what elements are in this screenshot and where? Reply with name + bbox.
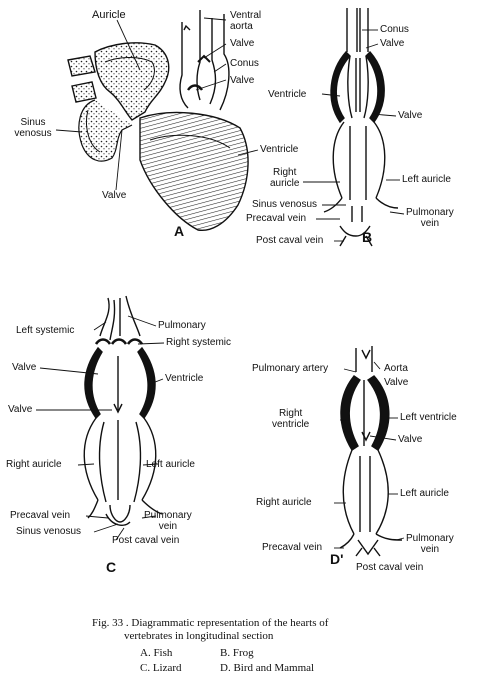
mammal-ventricle-wall-left <box>340 375 361 451</box>
lizard-ventricle-wall-right <box>137 346 156 420</box>
fish-valve-top-label: Valve <box>230 38 255 49</box>
frog-left-auricle-label: Left auricle <box>402 174 451 185</box>
fish-conus-label: Conus <box>230 58 259 69</box>
mammal-valve-top-label: Valve <box>384 377 409 388</box>
lizard-ventricle-label: Ventricle <box>165 373 204 384</box>
lizard-left-systemic-label: Left systemic <box>16 325 75 336</box>
fish-ventral-aorta-label: Ventral aorta <box>230 10 262 32</box>
fish-ventricle-shape <box>139 111 249 232</box>
mammal-valve-mid-label: Valve <box>398 434 423 445</box>
frog-sinus-venosus-label: Sinus venosus <box>252 199 318 210</box>
leader-lines <box>36 17 405 549</box>
mammal-left-ventricle-label: Left ventricle <box>400 412 457 423</box>
fish-ventricle-label: Ventricle <box>260 144 299 155</box>
mammal-precaval-vein-label: Precaval vein <box>262 542 323 553</box>
frog-pulmonary-vein-label: Pulmonary vein <box>406 207 454 229</box>
fish-valve-bottom-label: Valve <box>102 190 127 201</box>
caption-line-2: vertebrates in longitudinal section <box>124 630 274 642</box>
frog-post-caval-vein-label: Post caval vein <box>256 235 324 246</box>
lizard-sinus-venosus-label: Sinus venosus <box>16 526 82 537</box>
caption-legend-frog: B. Frog <box>220 647 254 659</box>
fish-valve-mid-label: Valve <box>230 75 255 86</box>
caption-line-1: Fig. 33 . Diagrammatic representation of… <box>92 617 329 629</box>
mammal-ventricle-wall-right <box>366 375 390 451</box>
fish-figure-letter: A <box>174 223 185 239</box>
caption-legend-lizard: C. Lizard <box>140 662 182 674</box>
mammal-post-caval-vein-label: Post caval vein <box>356 562 424 573</box>
lizard-precaval-vein-label: Precaval vein <box>10 510 71 521</box>
lizard-post-caval-vein-label: Post caval vein <box>112 535 180 546</box>
fish-heart-drawing <box>67 10 249 232</box>
frog-valve-top-label: Valve <box>380 38 405 49</box>
frog-heart-drawing <box>323 8 399 247</box>
frog-conus-label: Conus <box>380 24 409 35</box>
frog-figure-letter: B <box>362 229 373 245</box>
fish-sinus-venosus-label: Sinus venosus <box>14 117 52 139</box>
lizard-heart-drawing <box>83 295 163 526</box>
mammal-left-auricle-label: Left auricle <box>400 488 449 499</box>
caption-legend-fish: A. Fish <box>140 647 173 659</box>
lizard-valve-top-label: Valve <box>12 362 37 373</box>
lizard-ventricle-wall-left <box>84 346 103 420</box>
fish-auricle-label: Auricle <box>92 9 126 21</box>
mammal-heart-drawing <box>339 346 403 557</box>
lizard-left-auricle-label: Left auricle <box>146 459 195 470</box>
lizard-right-auricle-label: Right auricle <box>6 459 62 470</box>
frog-ventricle-label: Ventricle <box>268 89 307 100</box>
mammal-aorta-label: Aorta <box>384 363 408 374</box>
lizard-pulmonary-vein-label: Pulmonary vein <box>144 510 192 532</box>
lizard-figure-letter: C <box>106 559 117 575</box>
frog-valve-mid-label: Valve <box>398 110 423 121</box>
lizard-right-systemic-label: Right systemic <box>166 337 232 348</box>
frog-right-auricle-label: Right auricle <box>270 167 300 189</box>
fish-auricle-shape <box>94 42 170 121</box>
frog-ventricle-wall-left <box>330 50 351 124</box>
caption-legend-bird-mammal: D. Bird and Mammal <box>220 662 315 674</box>
mammal-right-auricle-label: Right auricle <box>256 497 312 508</box>
mammal-pulmonary-vein-label: Pulmonary vein <box>406 533 454 555</box>
frog-ventricle-wall-right <box>365 50 385 124</box>
frog-precaval-vein-label: Precaval vein <box>246 213 307 224</box>
mammal-figure-letter: D' <box>330 551 344 567</box>
lizard-pulmonary-label: Pulmonary <box>158 320 206 331</box>
fish-sinus-shape <box>78 99 133 162</box>
mammal-pulmonary-artery-label: Pulmonary artery <box>252 363 329 374</box>
mammal-right-ventricle-label: Right ventricle <box>272 408 310 430</box>
lizard-valve-mid-label: Valve <box>8 404 33 415</box>
